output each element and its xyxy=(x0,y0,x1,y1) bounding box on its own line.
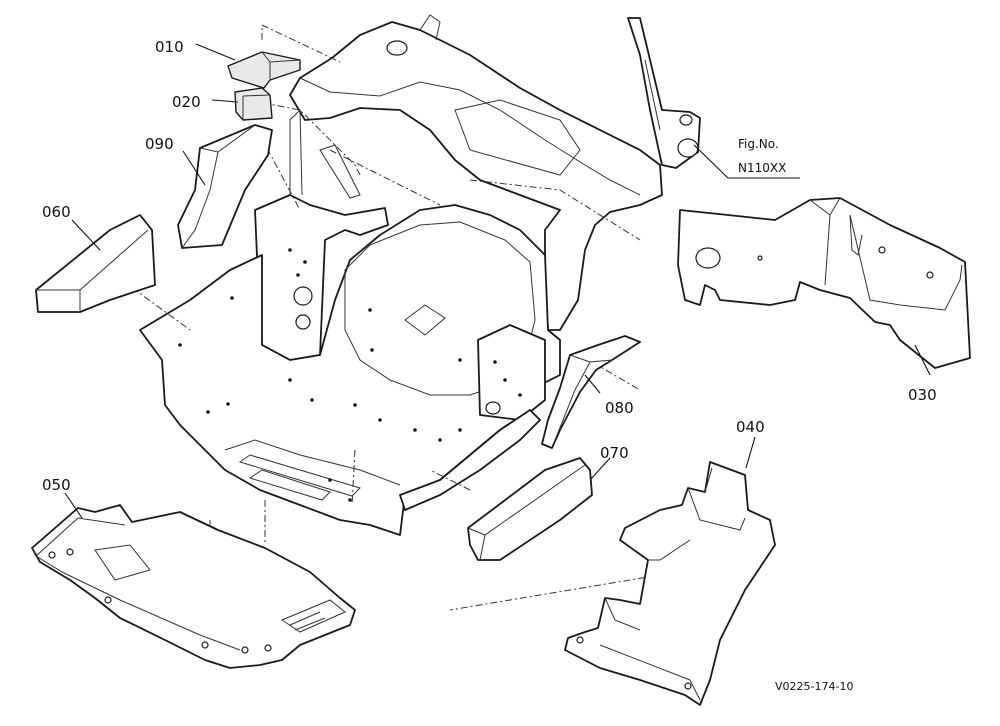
label-010: 010 xyxy=(155,38,184,56)
label-040: 040 xyxy=(736,418,765,436)
label-070: 070 xyxy=(600,444,629,462)
leader-lines xyxy=(64,43,931,519)
part-050-shape xyxy=(31,504,356,669)
part-010-shape xyxy=(227,51,301,89)
label-030: 030 xyxy=(908,386,937,404)
part-080-shape xyxy=(541,335,641,449)
label-060: 060 xyxy=(42,203,71,221)
part-040-shape xyxy=(564,461,776,706)
drawing-code: V0225-174-10 xyxy=(775,680,853,693)
label-020: 020 xyxy=(172,93,201,111)
main-frame xyxy=(139,14,701,536)
fig-no-label: Fig.No. xyxy=(738,137,779,151)
part-020-shape xyxy=(234,87,273,121)
label-080: 080 xyxy=(605,399,634,417)
label-090: 090 xyxy=(145,135,174,153)
part-090-shape xyxy=(177,124,273,249)
label-050: 050 xyxy=(42,476,71,494)
part-030-shape xyxy=(677,197,971,369)
part-070-shape xyxy=(467,457,593,561)
fig-no-value: N110XX xyxy=(738,161,786,175)
frame-holes xyxy=(178,248,522,502)
part-060-shape xyxy=(35,214,156,313)
callout-labels: 010 020 090 060 080 070 030 040 050 xyxy=(42,38,937,494)
figure-reference: Fig.No. N110XX xyxy=(738,137,786,175)
